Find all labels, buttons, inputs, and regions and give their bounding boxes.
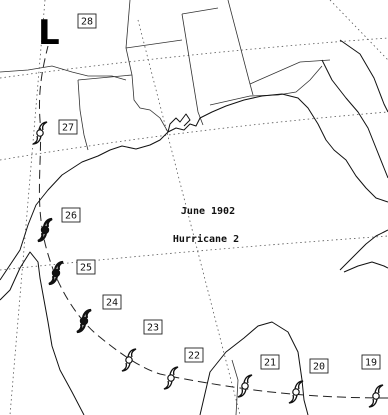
date-box (309, 358, 329, 374)
longitude-line-central (137, 19, 241, 415)
low-pressure-marker: L (38, 13, 60, 53)
tropical-storm-symbol-icon (288, 380, 304, 404)
date-text: 27 (62, 123, 74, 134)
date-label: 21 (260, 354, 280, 370)
storm-symbol-center (372, 392, 380, 400)
latitude-line-middle (0, 111, 388, 161)
storm-symbol-arms (288, 380, 304, 404)
storm-symbol-center (51, 268, 61, 278)
longitude-line-west (9, 0, 46, 415)
coast-yucatan (199, 321, 309, 415)
coastlines (0, 39, 388, 415)
map-title-storm: Hurricane 2 (173, 233, 239, 245)
date-text: 19 (365, 358, 377, 369)
storm-track-line (38, 45, 388, 399)
border-alabama-georgia (227, 0, 254, 96)
date-box (102, 294, 122, 310)
border-arkansas-louisiana (77, 74, 133, 81)
storm-symbol-center (167, 374, 175, 382)
date-text: 24 (106, 298, 118, 309)
date-box (77, 13, 97, 29)
storm-symbol-arms (37, 217, 53, 243)
date-label: 22 (184, 347, 204, 363)
storm-symbol-arms (121, 348, 137, 372)
storm-symbol-center (40, 225, 50, 235)
border-north-states (125, 0, 331, 85)
date-label: 28 (77, 13, 97, 29)
storm-symbol-center (125, 356, 133, 364)
coast-cuba (339, 229, 388, 273)
date-text: 23 (147, 323, 159, 334)
date-label: 20 (309, 358, 329, 374)
coast-atlantic (339, 39, 388, 113)
date-box (361, 354, 381, 370)
tropical-storm-symbol-icon (121, 348, 137, 372)
hurricane-symbol-icon (76, 308, 92, 334)
storm-symbol-arms (76, 308, 92, 334)
hurricane-symbol-icon (37, 217, 53, 243)
political-borders (0, 0, 331, 415)
storm-symbol-arms (163, 366, 179, 390)
date-text: 20 (313, 362, 325, 373)
storm-symbol-arms (32, 121, 48, 145)
storm-symbol-center (36, 129, 44, 137)
date-label: 27 (58, 119, 78, 135)
hurricane-symbol-icon (48, 260, 64, 286)
storm-symbol-center (292, 388, 300, 396)
date-label: 23 (143, 319, 163, 335)
storm-symbol-center (79, 316, 89, 326)
border-texas-oklahoma (0, 65, 127, 81)
date-label: 24 (102, 294, 122, 310)
border-texas-louisiana (77, 79, 89, 151)
coast-florida-peninsula (321, 59, 388, 179)
date-box (58, 119, 78, 135)
tropical-storm-symbol-icon (32, 121, 48, 145)
date-box (143, 319, 163, 335)
storm-symbols (32, 121, 384, 408)
date-box (260, 354, 280, 370)
border-louisiana-mississippi (131, 74, 169, 133)
tropical-storm-symbol-icon (163, 366, 179, 390)
border-mississippi-alabama (181, 13, 204, 126)
date-label: 26 (61, 207, 81, 223)
map-title-month: June 1902 (181, 206, 235, 217)
date-box (184, 347, 204, 363)
storm-symbol-arms (48, 260, 64, 286)
date-label: 25 (76, 259, 96, 275)
mississippi-delta (167, 113, 191, 133)
date-text: 28 (81, 17, 93, 28)
date-labels: 28 27 26 25 24 23 22 21 20 19 (58, 13, 381, 374)
border-florida-panhandle (209, 65, 323, 106)
date-label: 19 (361, 354, 381, 370)
border-mexico-guatemala (231, 359, 239, 415)
date-text: 22 (188, 351, 200, 362)
date-box (76, 259, 96, 275)
date-text: 25 (80, 263, 92, 274)
date-text: 21 (264, 358, 276, 369)
coast-mexico-west (0, 251, 85, 415)
tropical-storm-symbol-icon (237, 374, 253, 398)
date-text: 26 (65, 211, 77, 222)
storm-symbol-center (241, 382, 249, 390)
tropical-storm-symbol-icon (368, 384, 384, 408)
storm-symbol-arms (368, 384, 384, 408)
date-box (61, 207, 81, 223)
storm-symbol-arms (237, 374, 253, 398)
longitude-line-east (329, 0, 388, 61)
coast-gulf-north (0, 93, 388, 281)
